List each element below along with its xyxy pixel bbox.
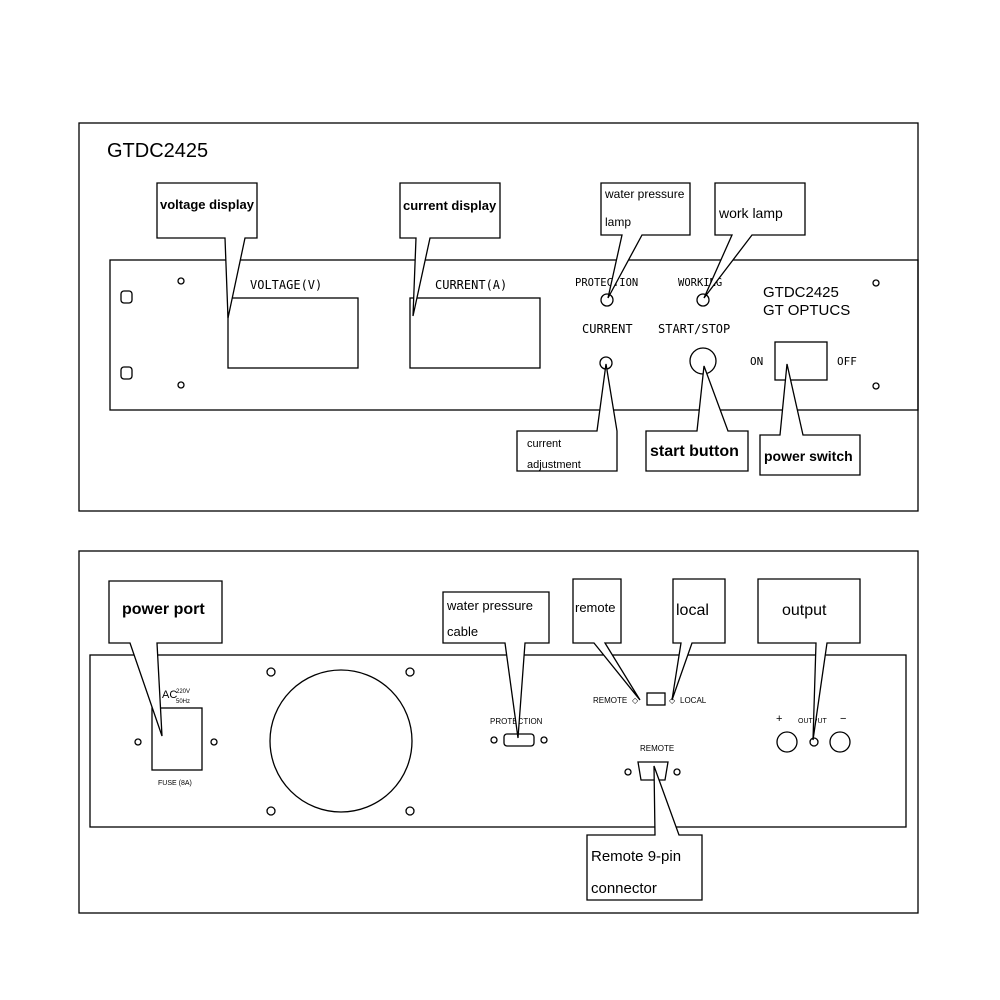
- fan-screw: [266, 667, 276, 677]
- fan-screw: [405, 806, 415, 816]
- voltage-display: [227, 297, 359, 369]
- screw: [177, 277, 185, 285]
- callout-current-adjustment: current adjustment: [516, 363, 618, 472]
- callout-water-pressure-cable: water pressure cable: [442, 591, 550, 739]
- power-port[interactable]: [151, 707, 203, 771]
- front-panel-section: GTDC2425 VOLTAGE(V) CURRENT(A) PROTECTIO…: [78, 122, 919, 512]
- svg-text:current display: current display: [403, 198, 497, 213]
- start-stop-label: START/STOP: [658, 322, 730, 336]
- remote-diamond: ◇: [632, 696, 639, 705]
- ac-voltage-label: 220V: [176, 689, 190, 695]
- brand-label: GT OPTUCS: [763, 302, 850, 319]
- callout-work-lamp: work lamp: [703, 182, 806, 299]
- screw: [210, 738, 218, 746]
- voltage-display-label: VOLTAGE(V): [250, 278, 322, 292]
- svg-text:local: local: [676, 602, 709, 619]
- rear-panel-body: [89, 654, 907, 828]
- screw: [673, 768, 681, 776]
- cooling-fan: [269, 669, 413, 813]
- ac-label: AC: [162, 689, 177, 701]
- output-plus-label: +: [776, 713, 782, 725]
- screw: [134, 738, 142, 746]
- remote-9pin-connector[interactable]: [637, 761, 669, 781]
- svg-text:power switch: power switch: [764, 448, 853, 464]
- remote-local-switch[interactable]: [646, 692, 666, 706]
- current-display-label: CURRENT(A): [435, 278, 507, 292]
- local-diamond: ◇: [669, 696, 676, 705]
- screw: [490, 736, 498, 744]
- fan-screw: [405, 667, 415, 677]
- svg-text:lamp: lamp: [605, 215, 631, 229]
- output-label: OUTPUT: [798, 718, 828, 725]
- output-negative-terminal[interactable]: [829, 731, 851, 753]
- svg-text:work lamp: work lamp: [718, 205, 783, 221]
- rack-slot-top: [120, 290, 133, 304]
- output-minus-label: −: [840, 713, 846, 725]
- local-select-label: LOCAL: [680, 696, 707, 705]
- remote-connector-label: REMOTE: [640, 744, 674, 753]
- output-positive-terminal[interactable]: [776, 731, 798, 753]
- switch-on-label: ON: [750, 355, 763, 368]
- current-knob-label: CURRENT: [582, 322, 633, 336]
- callout-start-button: start button: [645, 365, 749, 472]
- svg-text:voltage display: voltage display: [160, 197, 255, 212]
- svg-text:output: output: [782, 602, 827, 619]
- callout-output: output: [757, 578, 861, 741]
- screw: [624, 768, 632, 776]
- callout-remote-connector: Remote 9-pin connector: [586, 765, 703, 901]
- svg-text:start button: start button: [650, 443, 739, 460]
- current-display: [409, 297, 541, 369]
- svg-text:Remote 9-pin: Remote 9-pin: [591, 848, 681, 865]
- water-pressure-connector[interactable]: [503, 733, 535, 747]
- svg-text:power port: power port: [122, 601, 205, 618]
- ac-frequency-label: 50Hz: [176, 699, 190, 705]
- rear-panel-section: AC 220V 50Hz FUSE (8A) PROTECTION REMOTE…: [78, 550, 919, 914]
- svg-text:remote: remote: [575, 600, 615, 615]
- fan-screw: [266, 806, 276, 816]
- callout-water-pressure-lamp: water pressure lamp: [600, 182, 691, 299]
- svg-text:current: current: [527, 438, 561, 450]
- output-center-post: [809, 737, 819, 747]
- front-title: GTDC2425: [107, 140, 208, 162]
- screw: [540, 736, 548, 744]
- screw: [872, 279, 880, 287]
- screw: [177, 381, 185, 389]
- water-pressure-lamp: [600, 293, 614, 307]
- switch-off-label: OFF: [837, 355, 857, 368]
- front-panel-body: [109, 259, 919, 411]
- callout-current-display: current display: [399, 182, 501, 317]
- rear-frame: [78, 550, 919, 914]
- callout-remote: remote: [572, 578, 641, 701]
- model-label: GTDC2425: [763, 284, 839, 301]
- screw: [872, 382, 880, 390]
- svg-text:adjustment: adjustment: [527, 459, 581, 471]
- work-lamp: [696, 293, 710, 307]
- callout-local: local: [671, 578, 726, 701]
- svg-text:water pressure: water pressure: [604, 187, 685, 201]
- svg-text:cable: cable: [447, 624, 478, 639]
- rack-slot-bottom: [120, 366, 133, 380]
- protection-lamp-label: PROTECTION: [575, 277, 638, 289]
- fuse-label: FUSE (8A): [158, 780, 192, 787]
- power-switch[interactable]: [774, 341, 828, 381]
- callout-power-port: power port: [108, 580, 223, 737]
- svg-text:water pressure: water pressure: [446, 598, 533, 613]
- callout-power-switch: power switch: [759, 363, 861, 476]
- svg-text:connector: connector: [591, 880, 657, 897]
- callout-voltage-display: voltage display: [156, 182, 258, 319]
- remote-select-label: REMOTE: [593, 696, 627, 705]
